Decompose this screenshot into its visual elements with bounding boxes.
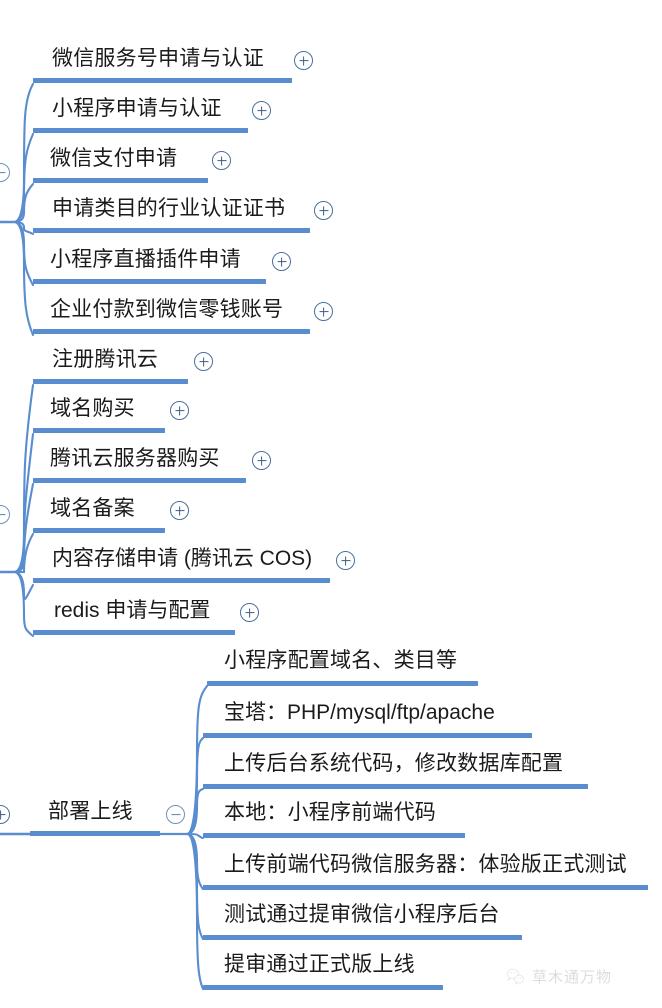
node-content-storage-cos[interactable]: 内容存储申请 (腾讯云 COS) — [52, 548, 312, 569]
node-enterprise-payment[interactable]: 企业付款到微信零钱账号 — [50, 299, 283, 320]
expand-toggle-wechat-pay-apply[interactable] — [212, 151, 231, 170]
node-bar — [203, 935, 522, 940]
node-bar — [33, 228, 310, 233]
node-industry-certificate[interactable]: 申请类目的行业认证证书 — [52, 198, 285, 219]
node-upload-backend-code[interactable]: 上传后台系统代码，修改数据库配置 — [224, 753, 563, 774]
node-upload-frontend-wechat-server[interactable]: 上传前端代码微信服务器：体验版正式测试 — [224, 854, 627, 875]
node-label: 微信支付申请 — [50, 147, 178, 170]
node-label: 内容存储申请 (腾讯云 COS) — [52, 547, 313, 570]
node-bar — [33, 578, 330, 583]
expand-toggle-register-tencent-cloud[interactable] — [194, 352, 213, 371]
node-bar — [33, 178, 208, 183]
node-register-tencent-cloud[interactable]: 注册腾讯云 — [52, 349, 158, 370]
node-bar — [33, 279, 266, 284]
collapse-toggle-branch-deploy[interactable] — [166, 805, 185, 824]
node-bar — [203, 985, 443, 990]
collapse-toggle-branch-tencent-cloud[interactable] — [0, 505, 10, 524]
node-bar — [33, 78, 292, 83]
node-domain-purchase[interactable]: 域名购买 — [50, 398, 135, 419]
expand-toggle-redis-config[interactable] — [240, 603, 259, 622]
node-bar — [30, 831, 160, 836]
node-domain-icp-filing[interactable]: 域名备案 — [50, 498, 135, 519]
node-baota-stack[interactable]: 宝塔：PHP/mysql/ftp/apache — [224, 702, 495, 723]
node-bar — [33, 528, 165, 533]
collapse-toggle-branch-wechat-apply[interactable] — [0, 163, 10, 182]
node-local-frontend-code[interactable]: 本地：小程序前端代码 — [224, 802, 436, 823]
node-bar — [33, 379, 188, 384]
node-label: 部署上线 — [48, 800, 133, 823]
node-label: 域名备案 — [50, 497, 135, 520]
expand-toggle-miniprogram-apply[interactable] — [252, 101, 271, 120]
node-bar — [203, 833, 465, 838]
node-label: 宝塔：PHP/mysql/ftp/apache — [224, 701, 495, 724]
node-wechat-service-account[interactable]: 微信服务号申请与认证 — [52, 48, 264, 69]
node-label: 小程序配置域名、类目等 — [224, 649, 458, 672]
node-wechat-pay-apply[interactable]: 微信支付申请 — [50, 148, 177, 169]
node-label: 提审通过正式版上线 — [224, 953, 415, 976]
node-label: 小程序直播插件申请 — [50, 248, 241, 271]
node-label: 注册腾讯云 — [52, 348, 158, 371]
expand-toggle-content-storage-cos[interactable] — [336, 551, 355, 570]
node-bar — [33, 428, 165, 433]
expand-toggle-cloud-server-purchase[interactable] — [252, 451, 271, 470]
expand-toggle-wechat-service-account[interactable] — [294, 51, 313, 70]
node-label: 申请类目的行业认证证书 — [52, 197, 286, 220]
node-label: 上传前端代码微信服务器：体验版正式测试 — [224, 853, 627, 876]
node-deploy-golive[interactable]: 部署上线 — [48, 801, 133, 822]
expand-toggle-deploy-root[interactable] — [0, 805, 10, 824]
watermark: 草木通万物 — [505, 966, 612, 987]
node-bar — [203, 885, 648, 890]
node-submit-review-backend[interactable]: 测试通过提审微信小程序后台 — [224, 904, 500, 925]
node-bar — [207, 681, 478, 686]
node-label: 上传后台系统代码，修改数据库配置 — [224, 752, 564, 775]
expand-toggle-enterprise-payment[interactable] — [314, 302, 333, 321]
node-bar — [33, 630, 235, 635]
node-label: 测试通过提审微信小程序后台 — [224, 903, 500, 926]
node-bar — [33, 128, 248, 133]
watermark-text: 草木通万物 — [532, 969, 613, 986]
expand-toggle-live-plugin-apply[interactable] — [272, 252, 291, 271]
node-bar — [203, 784, 588, 789]
node-release-production[interactable]: 提审通过正式版上线 — [224, 954, 415, 975]
node-redis-config[interactable]: redis 申请与配置 — [54, 600, 210, 621]
node-label: 微信服务号申请与认证 — [52, 47, 264, 70]
node-label: 域名购买 — [50, 397, 135, 420]
node-bar — [203, 733, 532, 738]
node-label: 企业付款到微信零钱账号 — [50, 298, 284, 321]
node-configure-domain-category[interactable]: 小程序配置域名、类目等 — [224, 650, 457, 671]
expand-toggle-domain-purchase[interactable] — [170, 401, 189, 420]
node-miniprogram-apply[interactable]: 小程序申请与认证 — [52, 98, 222, 119]
node-bar — [33, 329, 310, 334]
node-label: 本地：小程序前端代码 — [224, 801, 436, 824]
node-label: redis 申请与配置 — [54, 599, 211, 622]
node-live-plugin-apply[interactable]: 小程序直播插件申请 — [50, 249, 241, 270]
expand-toggle-industry-certificate[interactable] — [314, 201, 333, 220]
node-bar — [33, 478, 246, 483]
node-cloud-server-purchase[interactable]: 腾讯云服务器购买 — [50, 448, 220, 469]
expand-toggle-domain-icp-filing[interactable] — [170, 501, 189, 520]
node-label: 小程序申请与认证 — [52, 97, 222, 120]
node-label: 腾讯云服务器购买 — [50, 447, 220, 470]
wechat-icon — [506, 968, 525, 986]
